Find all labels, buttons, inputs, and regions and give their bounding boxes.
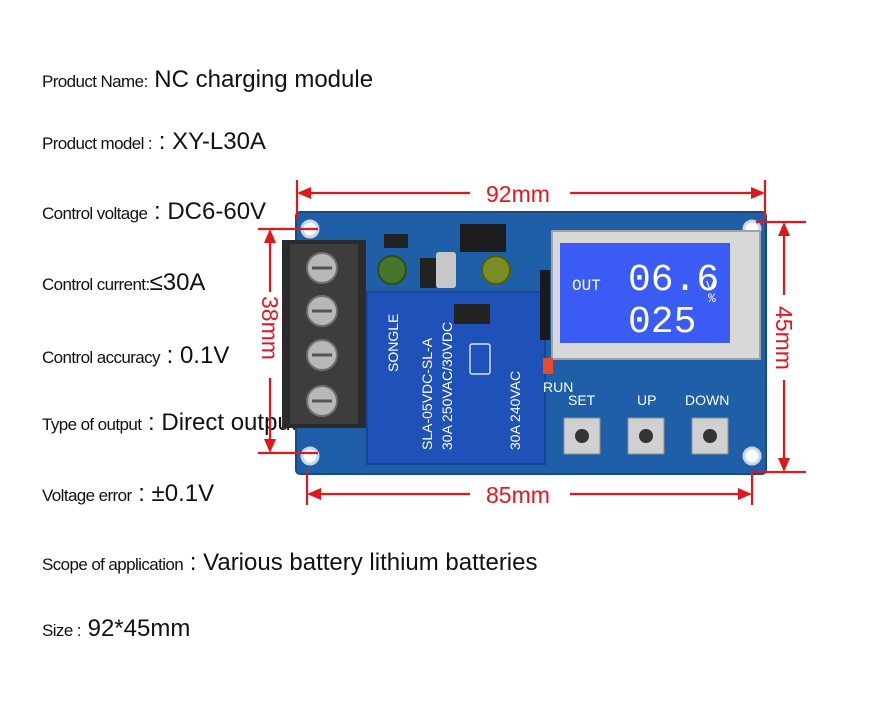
run-led [543,358,553,374]
spec-value: : DC6-60V [147,198,267,225]
dimension-arrowheads [264,187,790,500]
spec-value: : 0.1V [159,342,230,369]
run-label: RUN [543,379,573,395]
spec-value: : ±0.1V [131,480,215,507]
lcd-percent-sign: % [708,291,716,306]
button-label-up: UP [637,392,656,408]
spec-size: Size : 92*45mm [42,615,190,643]
dim-hole-spacing-y: 38mm [257,296,283,360]
lcd-voltage-unit: V [706,279,715,295]
relay-model: SLA-05VDC-SL-A [419,337,435,450]
button-label-down: DOWN [685,392,729,408]
spec-label: Product Name: [42,72,148,91]
dim-height: 45mm [771,306,797,370]
dimension-lines [258,180,806,505]
relay: SONGLE SLA-05VDC-SL-A 30A 250VAC/30VDC 3… [366,291,546,465]
relay-brand: SONGLE [385,314,401,372]
spec-value: ≤30A [149,269,206,296]
spec-value: : XY-L30A [152,128,266,155]
lcd-voltage-value: 06.6 [628,259,719,302]
spec-label: Type of output [42,415,142,434]
spec-label: Control current: [42,275,150,294]
lcd-percent-value: 025 [628,301,696,344]
lcd-display: OUT 06.6 V 025 % [551,230,761,360]
spec-label: Control voltage [42,204,148,223]
relay-rating-2: 30A 240VAC [507,371,523,450]
buttons: SET UP DOWN [563,392,729,455]
spec-value: : Direct output [141,409,298,436]
spec-label: Scope of application [42,555,184,574]
spec-value: 92*45mm [80,615,191,642]
spec-product-name: Product Name: NC charging module [42,66,373,94]
spec-scope-of-application: Scope of application : Various battery l… [42,549,537,577]
terminal-block [282,240,366,428]
spec-control-voltage: Control voltage : DC6-60V [42,198,266,226]
spec-label: Size : [42,621,82,640]
spec-value: NC charging module [147,66,374,93]
spec-product-model: Product model : : XY-L30A [42,128,266,156]
spec-control-accuracy: Control accuracy : 0.1V [42,342,229,370]
spec-control-current: Control current:≤30A [42,269,205,297]
spec-type-of-output: Type of output : Direct output [42,409,297,437]
spec-label: Product model : [42,134,153,153]
spec-label: Control accuracy [42,348,161,367]
spec-voltage-error: Voltage error : ±0.1V [42,480,214,508]
components [377,224,550,340]
dim-hole-spacing-x: 85mm [486,482,550,508]
dim-width: 92mm [486,181,550,207]
spec-label: Voltage error [42,486,132,505]
button-label-set: SET [568,392,596,408]
relay-rating-1: 30A 250VAC/30VDC [439,322,455,450]
spec-value: : Various battery lithium batteries [183,549,538,576]
lcd-mode: OUT [572,277,601,295]
